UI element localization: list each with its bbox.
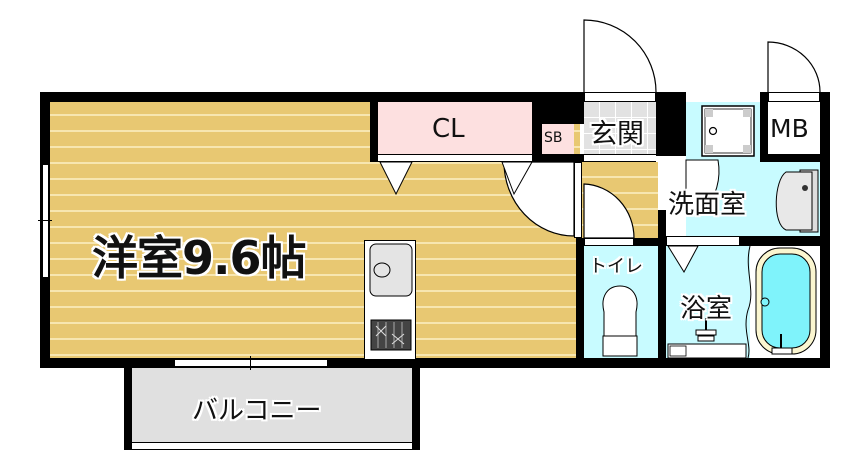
- wall-closet-top: [370, 92, 584, 102]
- wall-toilet-left: [576, 238, 584, 360]
- entrance-door-sill: [584, 92, 656, 102]
- wall-washroom-left: [676, 92, 686, 156]
- wall-outer-top-left: [40, 92, 378, 102]
- shoe-box-label: SB: [544, 130, 563, 146]
- left-window: [42, 164, 49, 278]
- balcony-label: バルコニー: [192, 396, 322, 426]
- entrance-floor: [584, 102, 656, 154]
- wall-outer-right: [820, 92, 830, 368]
- wall-top-right: [656, 92, 686, 102]
- shoe-box-area: [542, 124, 574, 154]
- left-window-center-mark: [38, 220, 52, 221]
- wall-closet-left: [370, 92, 378, 162]
- meter-box-area: [768, 102, 820, 154]
- balcony-floor: [132, 368, 412, 442]
- meter-box-label: MB: [770, 114, 809, 143]
- wall-toilet-right: [658, 210, 666, 360]
- wall-bath-top: [740, 236, 830, 246]
- balcony-window-center-mark: [250, 356, 251, 370]
- entrance-label: 玄関: [590, 119, 644, 150]
- wall-closet-right: [532, 92, 542, 162]
- closet-label: CL: [432, 114, 465, 144]
- wall-mb-left: [760, 92, 768, 162]
- wall-balcony-right: [412, 368, 420, 450]
- mb-door-sill: [768, 92, 820, 102]
- western-room-label: 洋室9.6帖: [92, 231, 306, 285]
- closet-area: [378, 102, 532, 154]
- toilet-label: トイレ: [589, 256, 643, 277]
- balcony-railing: [132, 442, 412, 450]
- wall-toilet-top: [634, 238, 666, 246]
- closet-door-strip: [378, 154, 532, 162]
- wall-outer-bottom: [40, 358, 830, 368]
- wall-balcony-left: [124, 368, 132, 450]
- wall-sb-bottom: [532, 154, 584, 162]
- entrance-step: [584, 154, 656, 162]
- wall-mb-bottom: [760, 154, 830, 162]
- wall-sb-top: [532, 92, 584, 124]
- bathroom-label: 浴室: [680, 294, 733, 324]
- washroom-label: 洗面室: [668, 190, 747, 220]
- balcony-window: [174, 359, 328, 367]
- bath-door-strip: [666, 236, 740, 246]
